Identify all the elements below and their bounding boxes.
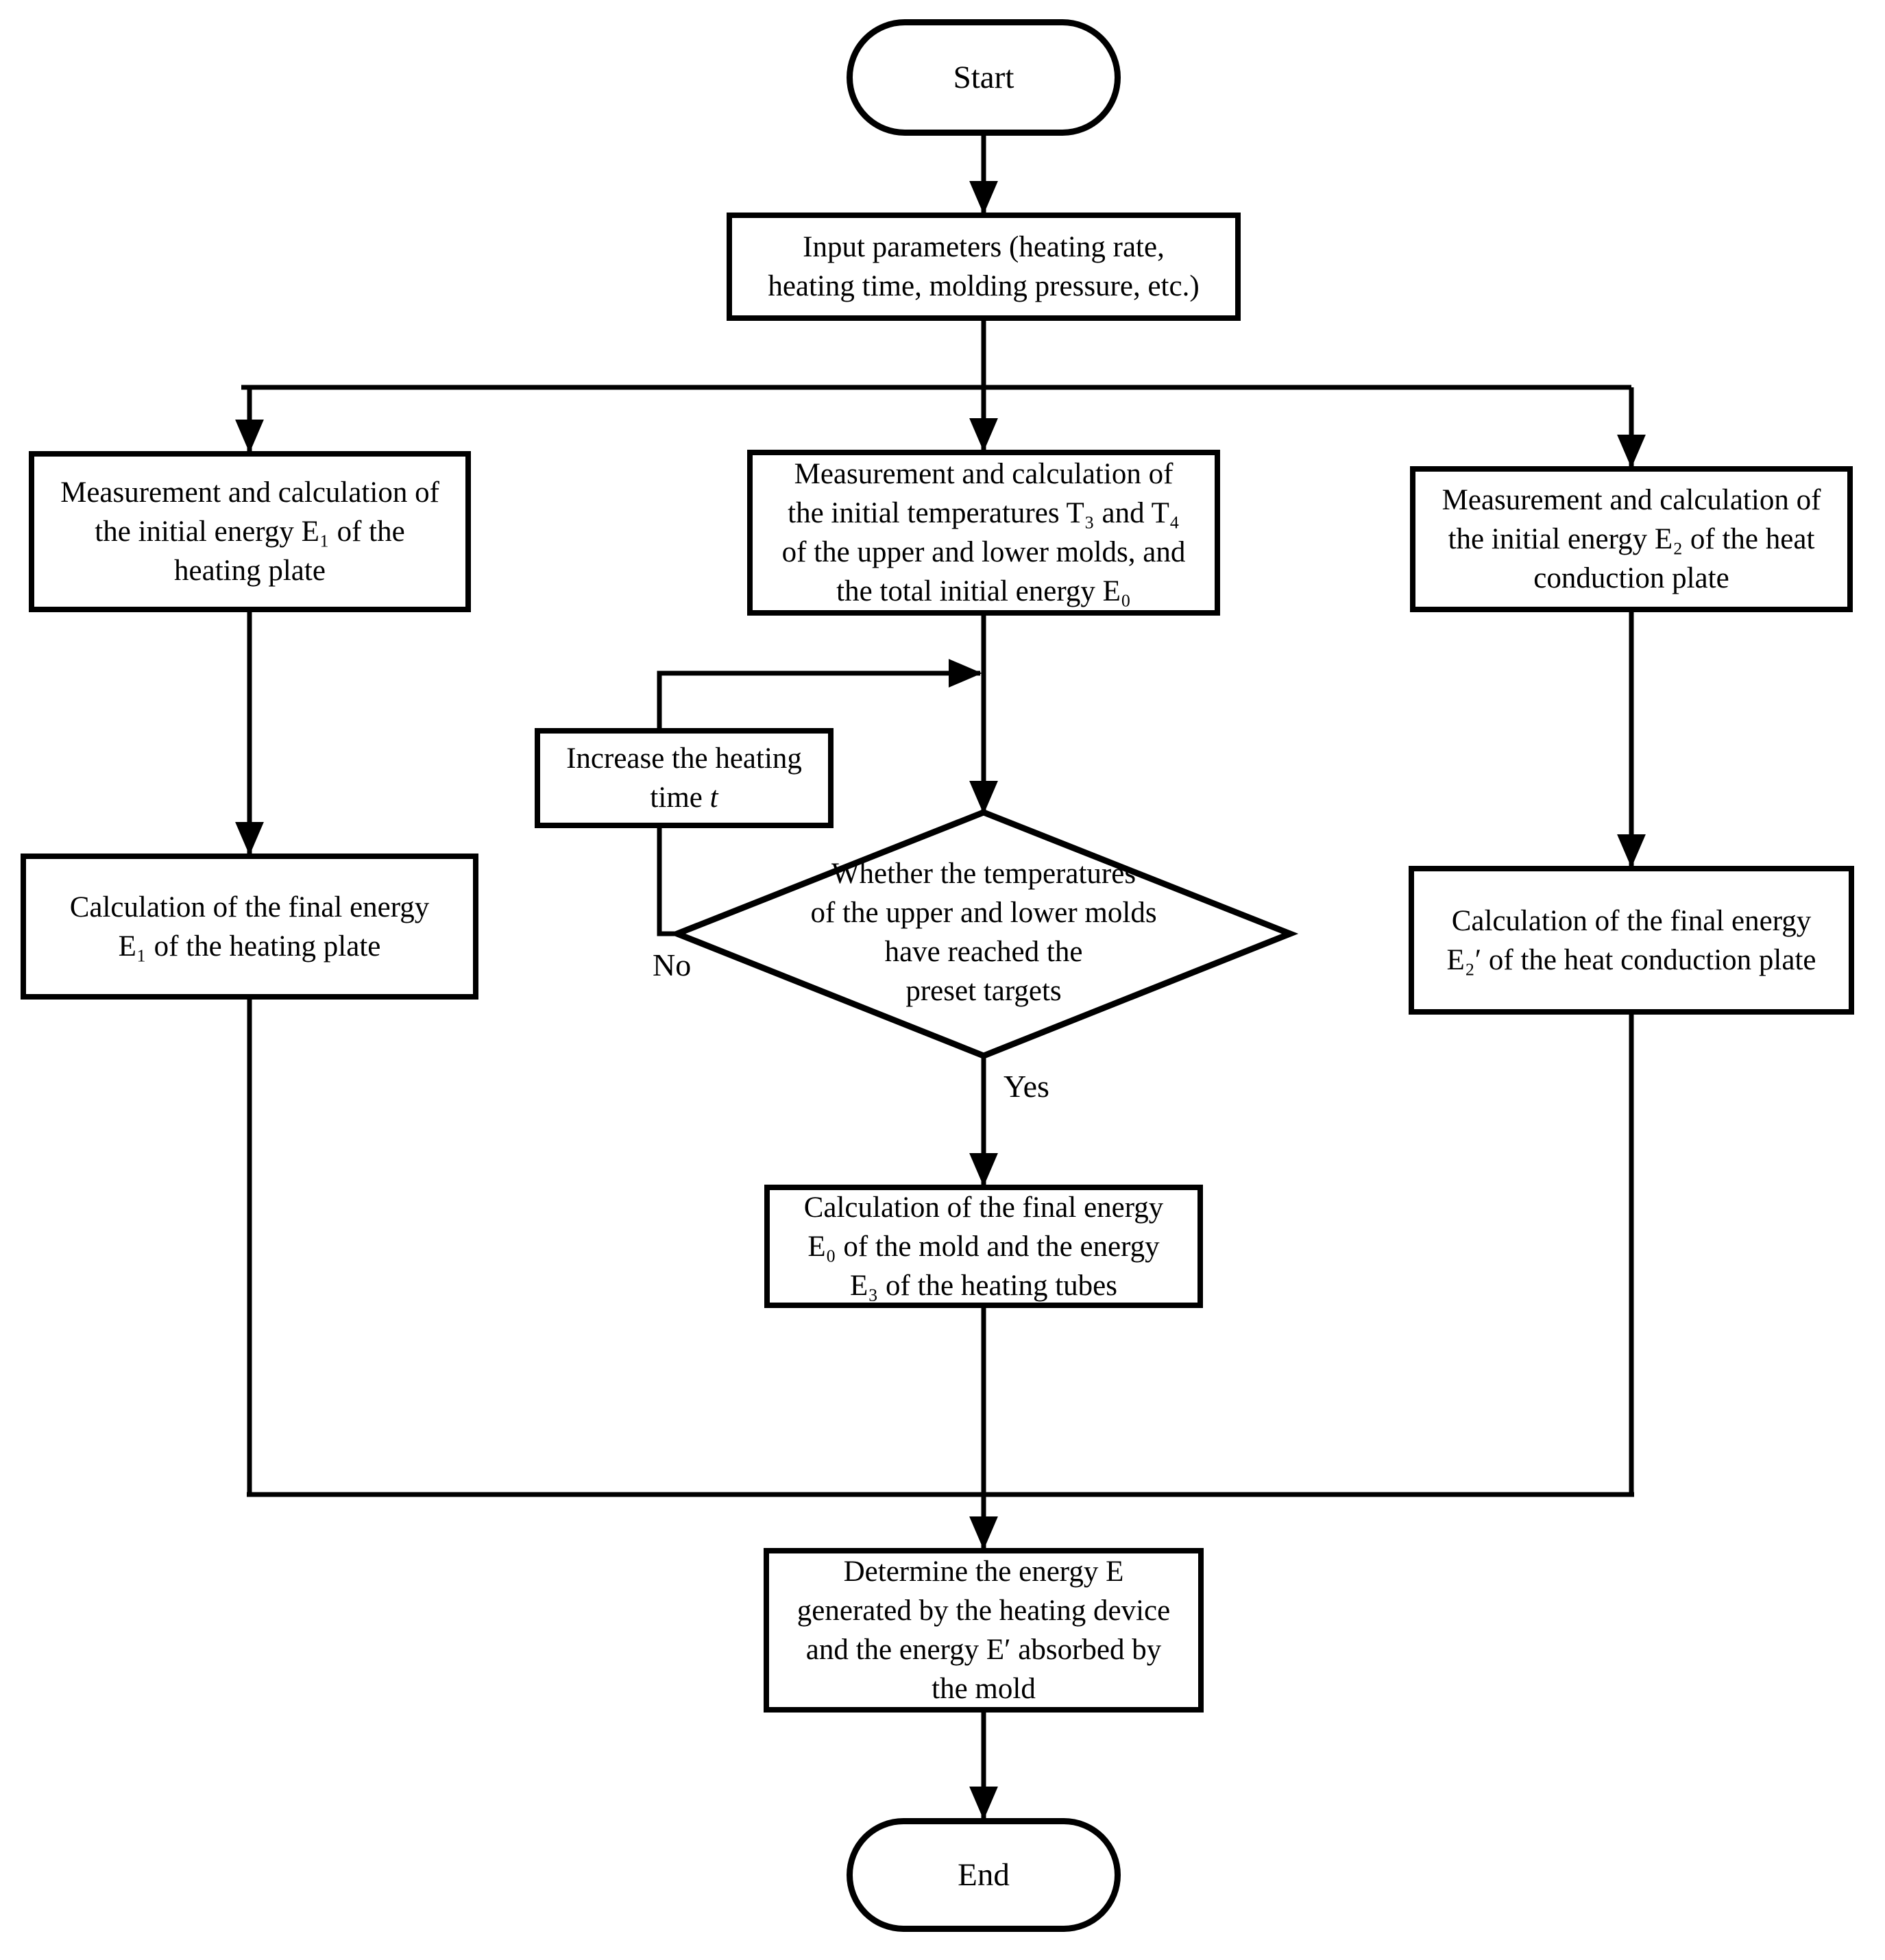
start-node: Start: [847, 19, 1121, 136]
increase-heating-time-text: Increase the heating time: [566, 742, 802, 814]
increase-heating-time-node: Increase the heating time t: [535, 728, 834, 828]
input-parameters-node: Input parameters (heating rate, heating …: [727, 213, 1241, 321]
measure-heating-plate-node: Measurement and calculation of the initi…: [29, 451, 471, 612]
yes-edge-label: Yes: [1004, 1069, 1049, 1104]
decision-preset-targets-label: Whether the temperatures of the upper an…: [810, 858, 1157, 1007]
measure-heat-conduction-plate-node: Measurement and calculation of the initi…: [1410, 466, 1853, 612]
edge-no-loop-up: [657, 828, 679, 936]
final-energy-heat-conduction-plate-node: Calculation of the final energy E₂′ of t…: [1409, 866, 1854, 1015]
end-node: End: [847, 1818, 1121, 1932]
edge-loop-rejoin: [657, 659, 982, 728]
measure-heat-conduction-plate-label: Measurement and calculation of the initi…: [1442, 484, 1821, 594]
final-energy-heat-conduction-plate-label: Calculation of the final energy E₂′ of t…: [1446, 904, 1816, 976]
input-parameters-label: Input parameters (heating rate, heating …: [768, 231, 1200, 302]
final-energy-heating-plate-label: Calculation of the final energy E₁ of th…: [69, 891, 430, 963]
measure-mold-temperatures-label: Measurement and calculation of the initi…: [781, 458, 1186, 607]
final-energy-heating-plate-node: Calculation of the final energy E₁ of th…: [21, 854, 478, 1000]
final-energy-mold-and-tubes-node: Calculation of the final energy E₀ of th…: [764, 1185, 1203, 1308]
determine-energy-node: Determine the energy E generated by the …: [764, 1548, 1204, 1713]
end-label: End: [958, 1856, 1010, 1893]
final-energy-mold-and-tubes-label: Calculation of the final energy E₀ of th…: [803, 1191, 1164, 1302]
determine-energy-label: Determine the energy E generated by the …: [796, 1556, 1171, 1705]
measure-heating-plate-label: Measurement and calculation of the initi…: [60, 476, 439, 587]
increase-heating-time-label: Increase the heating time t: [566, 739, 802, 817]
start-label: Start: [953, 59, 1014, 95]
no-edge-label: No: [653, 947, 692, 982]
measure-mold-temperatures-node: Measurement and calculation of the initi…: [747, 450, 1220, 616]
heating-time-variable: t: [709, 782, 718, 814]
decision-preset-targets-node: Whether the temperatures of the upper an…: [713, 826, 1254, 1039]
